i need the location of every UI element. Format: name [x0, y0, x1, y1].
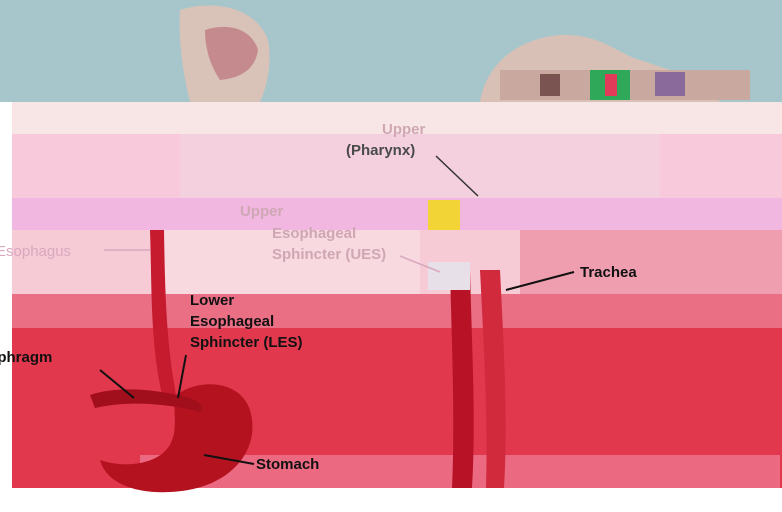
label-stomach: Stomach: [256, 456, 319, 473]
glitch-block-5: [428, 262, 470, 290]
label-esophagus: Esophagus: [0, 243, 71, 260]
label-ues-esophageal: Esophageal: [272, 225, 356, 242]
glitch-block-6: [428, 200, 460, 230]
band-red-1: [12, 294, 782, 328]
glitch-block-2: [605, 74, 617, 96]
trachea-tube: [450, 270, 474, 488]
label-diaphragm: Diaphragm: [0, 349, 52, 366]
label-les-lower: Lower: [190, 292, 234, 309]
label-ues-sphincter: Sphincter (UES): [272, 246, 386, 263]
label-trachea: Trachea: [580, 264, 637, 281]
glitch-block-4: [540, 74, 560, 96]
label-pharynx: (Pharynx): [346, 142, 415, 159]
band-pink-3: [180, 134, 660, 198]
label-les-esophageal: Esophageal: [190, 313, 274, 330]
label-upper-top: Upper: [382, 121, 425, 138]
bottom-strip: [12, 488, 782, 512]
band-magenta: [12, 198, 782, 230]
label-ues-upper: Upper: [240, 203, 283, 220]
label-les-sphincter: Sphincter (LES): [190, 334, 303, 351]
glitch-block-3: [655, 72, 685, 96]
band-light-3: [520, 230, 782, 294]
